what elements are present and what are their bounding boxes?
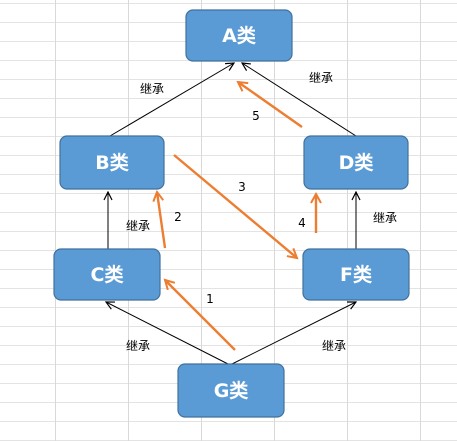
edge-label-f-d: 继承	[373, 211, 397, 225]
step-label-4: 4	[298, 216, 306, 230]
step-label-1: 1	[206, 292, 214, 306]
step-arrow-1	[165, 280, 236, 351]
edge-d-to-a	[242, 63, 357, 137]
edge-b-to-a	[109, 63, 234, 137]
node-a-label: A类	[222, 24, 256, 47]
edge-label-d-a: 继承	[309, 71, 333, 85]
edge-label-g-c: 继承	[126, 339, 150, 353]
node-f-label: F类	[340, 263, 372, 286]
node-g[interactable]: G类	[177, 363, 285, 418]
node-c-label: C类	[91, 263, 124, 286]
step-label-2: 2	[174, 210, 182, 224]
step-arrow-5	[238, 82, 303, 128]
edge-label-g-f: 继承	[322, 339, 346, 353]
node-f[interactable]: F类	[302, 248, 410, 301]
node-a[interactable]: A类	[185, 9, 293, 62]
edge-label-c-b: 继承	[126, 219, 150, 233]
step-arrow-2	[157, 192, 167, 249]
step-arrow-3	[173, 154, 297, 258]
edge-g-to-c	[106, 302, 231, 366]
node-c[interactable]: C类	[53, 248, 161, 301]
node-d[interactable]: D类	[303, 135, 409, 190]
edge-g-to-f	[229, 302, 356, 366]
edge-label-b-a: 继承	[140, 82, 164, 96]
step-label-5: 5	[252, 109, 260, 123]
node-g-label: G类	[214, 379, 249, 402]
node-b-label: B类	[95, 151, 128, 174]
node-b[interactable]: B类	[59, 135, 165, 190]
step-label-3: 3	[238, 180, 246, 194]
node-d-label: D类	[339, 151, 374, 174]
